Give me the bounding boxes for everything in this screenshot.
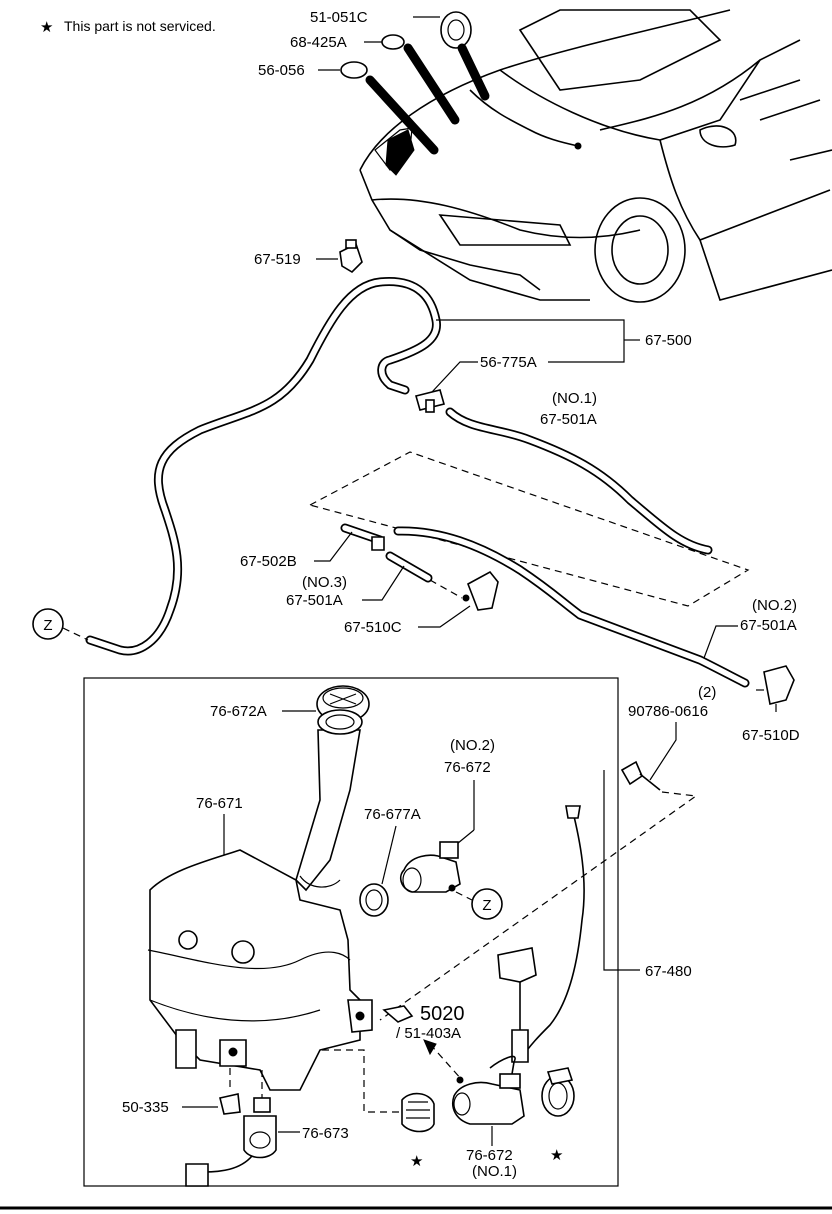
part-67-519: 67-519: [254, 239, 363, 274]
label-76-673: 76-673: [302, 1125, 349, 1142]
sensor-76-673-icon: [243, 1115, 277, 1159]
filler-neck-icon: [295, 729, 361, 892]
label-67-501a-no1-qualifier: (NO.1): [552, 390, 597, 407]
part-56-775a: 56-775A: [415, 354, 537, 413]
label-5020: 5020: [420, 1003, 465, 1025]
clip-50-335-icon: [219, 1093, 241, 1115]
part-51-051c: 51-051C: [310, 9, 490, 101]
pump-76-672-no2-icon: [399, 854, 461, 893]
part-lower-grommet: ★: [322, 1049, 435, 1170]
label-67-501a-no3: 67-501A: [286, 592, 343, 609]
reservoir-assembly-box: [83, 677, 619, 1187]
star-lower-grommet: ★: [410, 1153, 423, 1170]
part-76-672-no1: 76-672 (NO.1): [452, 1055, 525, 1180]
part-50-335: 50-335: [122, 1068, 241, 1116]
hose-67-501a-no3: (NO.3) 67-501A: [286, 551, 463, 609]
grommet-51-051c-icon: [440, 11, 472, 49]
label-90786-0616: 90786-0616: [628, 703, 708, 720]
label-76-672-no2-qualifier: (NO.2): [450, 737, 495, 754]
part-76-671: 76-671: [147, 709, 373, 1091]
label-67-480: 67-480: [645, 963, 692, 980]
part-68-425a: 68-425A: [290, 34, 460, 125]
label-51-051c: 51-051C: [310, 9, 368, 26]
nozzle-67-510d-icon: [763, 665, 795, 705]
label-76-677a: 76-677A: [364, 806, 421, 823]
label-56-775a: 56-775A: [480, 354, 537, 371]
cap-68-425a-icon: [381, 34, 405, 50]
label-56-056: 56-056: [258, 62, 305, 79]
part-67-510c: 67-510C: [344, 570, 499, 636]
joint-detail-outline: [308, 451, 750, 607]
part-76-677a: 76-677A: [359, 806, 421, 917]
part-67-510d: 67-510D: [742, 665, 800, 744]
label-67-502b: 67-502B: [240, 553, 297, 570]
hose-67-500: 67-500: [85, 277, 692, 656]
hose-67-501a-no2: (NO.2) 67-501A: [393, 526, 797, 688]
car-illustration: [359, 9, 832, 303]
note-star-icon: ★: [40, 19, 53, 36]
label-76-672a: 76-672A: [210, 703, 267, 720]
label-67-501a-no3-qualifier: (NO.3): [302, 574, 347, 591]
part-67-502b: 67-502B: [240, 523, 385, 570]
label-76-672-no2: 76-672: [444, 759, 491, 776]
pump-76-672-no1-icon: [452, 1081, 525, 1125]
grommet-lower-icon: [401, 1092, 435, 1133]
label-67-510d: 67-510D: [742, 727, 800, 744]
z-ref-left-icon: [32, 608, 64, 640]
part-56-056: 56-056: [258, 61, 439, 155]
grommet-76-677a-icon: [359, 883, 389, 917]
ref-5020: 5020 / 51-403A: [382, 1003, 465, 1081]
label-76-672-no1: 76-672: [466, 1147, 513, 1164]
z-ref-left: Z: [32, 608, 89, 641]
label-67-501a-no1: 67-501A: [540, 411, 597, 428]
label-90786-qty: (2): [698, 684, 716, 701]
label-67-500: 67-500: [645, 332, 692, 349]
z-ref-right-icon: [471, 888, 503, 920]
nozzle-67-510c-icon: [467, 570, 499, 611]
label-51-403a: / 51-403A: [396, 1025, 461, 1042]
label-67-501a-no2: 67-501A: [740, 617, 797, 634]
part-67-480: 67-480: [497, 770, 692, 1063]
label-68-425a: 68-425A: [290, 34, 347, 51]
z-ref-right: Z: [471, 888, 503, 920]
part-76-673: 76-673: [185, 1070, 349, 1187]
cap-56-056-icon: [340, 61, 368, 79]
part-clamp: ★: [541, 1067, 575, 1164]
washer-tank-icon: [149, 849, 361, 1091]
star-clamp: ★: [550, 1147, 563, 1164]
connector-67-480-icon: [497, 947, 537, 983]
label-67-519: 67-519: [254, 251, 301, 268]
label-67-510c: 67-510C: [344, 619, 402, 636]
hose-67-501a-no1: (NO.1) 67-501A: [445, 390, 713, 555]
label-50-335: 50-335: [122, 1099, 169, 1116]
label-76-672-no1-qualifier: (NO.1): [472, 1163, 517, 1180]
label-67-501a-no2-qualifier: (NO.2): [752, 597, 797, 614]
part-76-672-no2: (NO.2) 76-672: [399, 737, 495, 901]
part-90786-0616: (2) 90786-0616: [379, 684, 716, 1021]
label-76-671: 76-671: [196, 795, 243, 812]
ref-pointer-icon: [382, 1005, 414, 1023]
not-serviced-note: ★ This part is not serviced.: [40, 18, 216, 36]
svg-text:Z: Z: [43, 617, 52, 634]
svg-text:Z: Z: [482, 897, 491, 914]
note-text: This part is not serviced.: [64, 18, 216, 34]
bolt-90786-icon: [620, 760, 643, 786]
